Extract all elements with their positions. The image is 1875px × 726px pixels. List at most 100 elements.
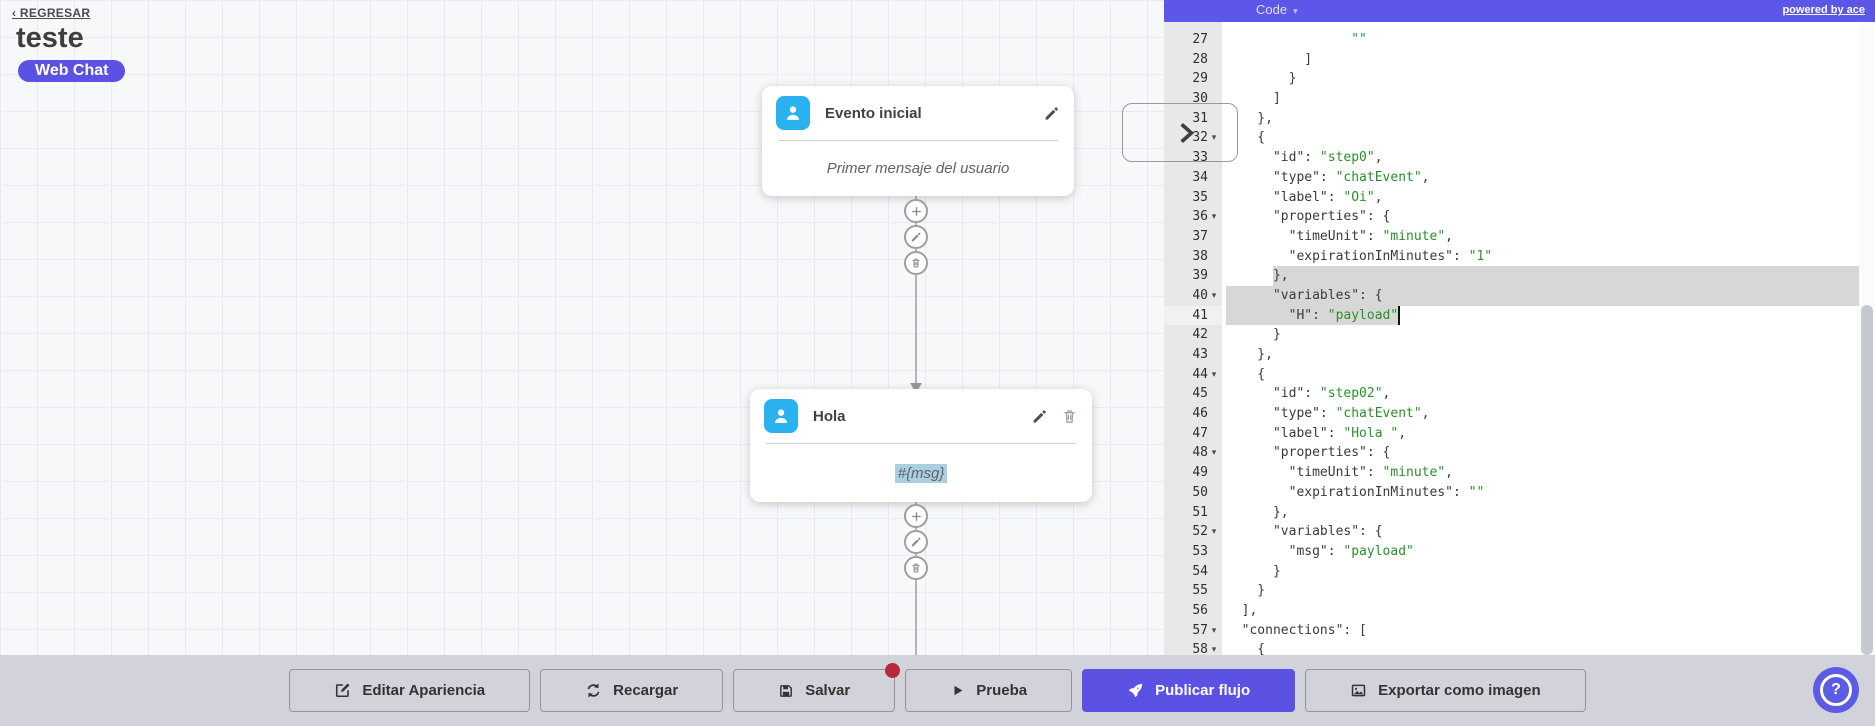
code-text[interactable]: "type": "chatEvent", [1226, 406, 1430, 422]
code-text[interactable]: "id": "step0", [1226, 150, 1383, 166]
gutter-cell[interactable]: 37 [1192, 228, 1208, 244]
code-mode-dropdown[interactable]: Code▾ [1256, 2, 1298, 17]
code-line[interactable]: 28 ] [1164, 50, 1875, 70]
gutter-cell[interactable]: 27 [1192, 32, 1208, 47]
code-text[interactable]: } [1226, 327, 1281, 343]
gutter-cell[interactable]: 48▾ [1164, 443, 1222, 463]
test-button[interactable]: Prueba [905, 669, 1073, 712]
code-line[interactable]: 35 "label": "Oi", [1164, 188, 1875, 208]
code-line[interactable]: 37 "timeUnit": "minute", [1164, 227, 1875, 247]
gutter-cell[interactable]: 36▾ [1164, 207, 1222, 227]
code-text[interactable]: "label": "Hola ", [1226, 425, 1407, 441]
export-image-button[interactable]: Exportar como imagen [1305, 669, 1586, 712]
code-line[interactable]: 34 "type": "chatEvent", [1164, 168, 1875, 188]
delete-connection-button[interactable] [904, 251, 928, 275]
code-line[interactable]: 29 } [1164, 69, 1875, 89]
code-text[interactable]: { [1226, 130, 1266, 146]
help-button[interactable]: ? [1813, 667, 1859, 713]
code-line[interactable]: 55 } [1164, 581, 1875, 601]
gutter-cell[interactable]: 44▾ [1164, 365, 1222, 385]
edit-appearance-button[interactable]: Editar Apariencia [289, 669, 531, 712]
gutter-cell[interactable]: 46 [1192, 406, 1208, 422]
delete-connection-button[interactable] [904, 556, 928, 580]
gutter-cell[interactable]: 47 [1192, 425, 1208, 441]
gutter-cell[interactable]: 39 [1192, 268, 1208, 284]
gutter-cell[interactable]: 34 [1192, 169, 1208, 185]
powered-by-ace-link[interactable]: powered by ace [1782, 4, 1865, 16]
code-line[interactable]: 31 }, [1164, 109, 1875, 129]
code-text[interactable]: "type": "chatEvent", [1226, 169, 1430, 185]
code-line[interactable]: 39 }, [1164, 266, 1875, 286]
code-line[interactable]: 38 "expirationInMinutes": "1" [1164, 247, 1875, 267]
gutter-cell[interactable]: 41 [1164, 305, 1222, 326]
code-line[interactable]: 44▾ { [1164, 365, 1875, 385]
code-text[interactable]: "timeUnit": "minute", [1226, 228, 1453, 244]
fold-caret-icon[interactable]: ▾ [1211, 289, 1217, 300]
publish-flow-button[interactable]: Publicar flujo [1082, 669, 1296, 712]
code-line[interactable]: 43 }, [1164, 345, 1875, 365]
fold-caret-icon[interactable]: ▾ [1211, 132, 1217, 143]
fold-caret-icon[interactable]: ▾ [1211, 447, 1217, 458]
gutter-cell[interactable]: 31 [1192, 110, 1208, 126]
gutter-cell[interactable]: 56 [1192, 602, 1208, 618]
gutter-cell[interactable]: 35 [1192, 189, 1208, 205]
code-text[interactable]: }, [1226, 110, 1273, 126]
code-line[interactable]: 41 "H": "payload" [1164, 305, 1875, 326]
scrollbar-thumb[interactable] [1861, 305, 1873, 655]
code-line[interactable]: 33 "id": "step0", [1164, 148, 1875, 168]
code-line[interactable]: 57▾ "connections": [ [1164, 621, 1875, 641]
code-line[interactable]: 49 "timeUnit": "minute", [1164, 463, 1875, 483]
gutter-cell[interactable]: 43 [1192, 347, 1208, 362]
back-link[interactable]: ‹ REGRESAR [12, 6, 91, 20]
code-line[interactable]: 45 "id": "step02", [1164, 384, 1875, 404]
delete-node-icon[interactable] [1061, 408, 1078, 425]
add-step-button[interactable] [904, 199, 928, 223]
code-text[interactable]: "expirationInMinutes": "1" [1226, 248, 1493, 264]
fold-caret-icon[interactable]: ▾ [1211, 211, 1217, 222]
code-line[interactable]: 56 ], [1164, 601, 1875, 621]
node-hola[interactable]: Hola #{msg} [750, 389, 1092, 502]
gutter-cell[interactable]: 29 [1192, 71, 1208, 87]
code-editor[interactable]: 27 ""28 ]29 }30 ]31 },32▾ {33 "id": "ste… [1164, 22, 1875, 655]
code-text[interactable]: "connections": [ [1226, 622, 1367, 638]
code-line[interactable]: 40▾ "variables": { [1164, 285, 1875, 306]
editor-scrollbar[interactable] [1859, 22, 1875, 655]
code-line[interactable]: 36▾ "properties": { [1164, 207, 1875, 227]
gutter-cell[interactable]: 40▾ [1164, 286, 1222, 306]
node-evento-inicial[interactable]: Evento inicial Primer mensaje del usuari… [762, 86, 1074, 196]
gutter-cell[interactable]: 58▾ [1164, 640, 1222, 655]
gutter-cell[interactable]: 55 [1192, 583, 1208, 599]
gutter-cell[interactable]: 54 [1192, 563, 1208, 579]
code-line[interactable]: 48▾ "properties": { [1164, 443, 1875, 463]
gutter-cell[interactable]: 53 [1192, 543, 1208, 559]
code-line[interactable]: 30 ] [1164, 89, 1875, 109]
code-text[interactable]: "label": "Oi", [1226, 189, 1383, 205]
edit-connection-button[interactable] [904, 530, 928, 554]
gutter-cell[interactable]: 49 [1192, 465, 1208, 481]
code-text[interactable]: ] [1226, 51, 1313, 67]
code-text[interactable]: }, [1222, 266, 1875, 286]
code-text[interactable]: "variables": { [1222, 285, 1875, 306]
code-line[interactable]: 58▾ { [1164, 640, 1875, 655]
code-line[interactable]: 47 "label": "Hola ", [1164, 424, 1875, 444]
code-text[interactable]: "expirationInMinutes": "" [1226, 484, 1485, 500]
edit-node-icon[interactable] [1031, 408, 1048, 425]
code-line[interactable]: 46 "type": "chatEvent", [1164, 404, 1875, 424]
gutter-cell[interactable]: 45 [1192, 386, 1208, 402]
code-text[interactable]: "timeUnit": "minute", [1226, 465, 1453, 481]
code-line[interactable]: 52▾ "variables": { [1164, 522, 1875, 542]
flow-canvas[interactable]: ‹ REGRESAR teste Web Chat Evento inicial… [0, 0, 1164, 655]
add-step-button[interactable] [904, 504, 928, 528]
gutter-cell[interactable]: 32▾ [1164, 128, 1222, 148]
code-text[interactable]: "H": "payload" [1222, 305, 1875, 326]
code-line[interactable]: 53 "msg": "payload" [1164, 542, 1875, 562]
gutter-cell[interactable]: 52▾ [1164, 522, 1222, 542]
code-text[interactable]: ], [1226, 602, 1258, 618]
fold-caret-icon[interactable]: ▾ [1211, 368, 1217, 379]
edit-node-icon[interactable] [1043, 105, 1060, 122]
gutter-cell[interactable]: 57▾ [1164, 621, 1222, 641]
code-text[interactable]: { [1226, 366, 1266, 382]
code-text[interactable]: } [1226, 71, 1297, 87]
code-line[interactable]: 27 "" [1164, 30, 1875, 50]
code-text[interactable]: "properties": { [1226, 445, 1391, 461]
